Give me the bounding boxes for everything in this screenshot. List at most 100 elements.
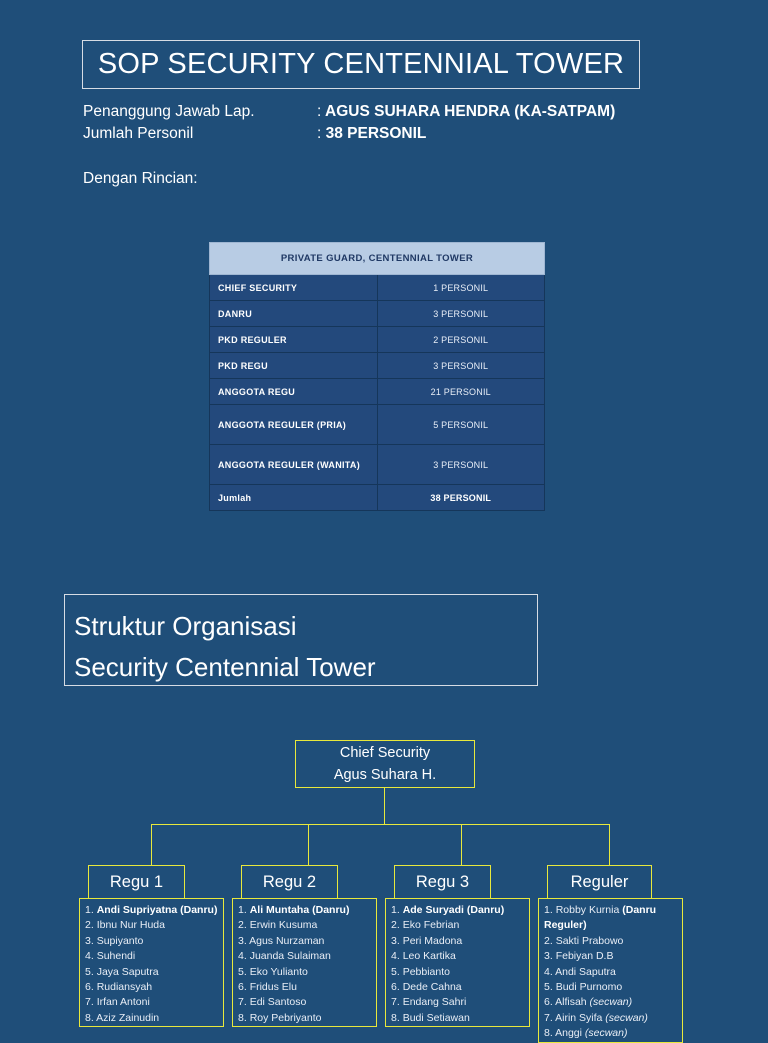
org-column-title: Reguler [570, 872, 629, 891]
member-role: (secwan) [584, 1027, 628, 1040]
member-name: Andi Supriyatna [96, 904, 178, 916]
member-role: (secwan) [605, 1011, 648, 1024]
table-row: ANGGOTA REGULER (PRIA)5 PERSONIL [209, 404, 545, 445]
list-item: Agus Nurzaman [238, 934, 371, 949]
meta-colon: : [317, 103, 322, 120]
list-item: Fridus Elu [238, 980, 371, 995]
meta-label-penanggung-jawab: Penanggung Jawab Lap. [83, 103, 255, 120]
list-item: Ali Muntaha (Danru) [238, 903, 371, 918]
list-item: Budi Setiawan [391, 1011, 524, 1026]
member-name: Ibnu Nur Huda [96, 919, 165, 932]
org-column-header[interactable]: Reguler [547, 865, 652, 898]
member-name: Ali Muntaha [249, 904, 310, 916]
table-cell-count: 5 PERSONIL [376, 404, 545, 445]
member-name: Edi Santoso [249, 996, 307, 1009]
member-name: Leo Kartika [402, 950, 456, 963]
list-item: Juanda Sulaiman [238, 949, 371, 964]
personnel-table-head: PRIVATE GUARD, CENTENNIAL TOWER [209, 242, 545, 275]
member-role: (Danru Reguler) [544, 904, 657, 932]
member-role: (Danru) [180, 904, 218, 916]
org-column-title: Regu 2 [262, 872, 317, 891]
table-cell-category: DANRU [209, 300, 378, 327]
table-cell-count: 38 PERSONIL [376, 484, 545, 511]
list-item: Aziz Zainudin [85, 1011, 218, 1026]
struktur-heading-line2: Security Centennial Tower [74, 652, 376, 682]
personnel-table-header: PRIVATE GUARD, CENTENNIAL TOWER [209, 242, 545, 275]
member-role: (Danru) [466, 904, 505, 916]
member-name: Airin Syifa [555, 1011, 603, 1024]
member-name: Alfisah [555, 996, 587, 1009]
list-item: Budi Purnomo [544, 980, 677, 995]
list-item: Jaya Saputra [85, 965, 218, 980]
member-list: Robby Kurnia (Danru Reguler)Sakti Prabow… [544, 903, 677, 1042]
org-column-header[interactable]: Regu 1 [88, 865, 185, 898]
chief-role: Chief Security [339, 745, 431, 761]
table-cell-count: 3 PERSONIL [376, 352, 545, 379]
org-column-title: Regu 3 [415, 872, 470, 891]
connector-trunk-vertical [384, 788, 385, 824]
list-item: Roy Pebriyanto [238, 1011, 371, 1026]
member-name: Erwin Kusuma [249, 919, 318, 932]
member-name: Febiyan D.B [555, 950, 614, 963]
list-item: Pebbianto [391, 965, 524, 980]
member-name: Eko Febrian [402, 919, 460, 932]
table-cell-category: ANGGOTA REGULER (WANITA) [209, 444, 378, 485]
table-cell-category: CHIEF SECURITY [209, 274, 378, 301]
member-name: Juanda Sulaiman [249, 950, 331, 963]
org-column-header[interactable]: Regu 2 [241, 865, 338, 898]
member-name: Anggi [555, 1027, 582, 1040]
meta-row: Penanggung Jawab Lap. : AGUS SUHARA HEND… [83, 101, 683, 123]
member-name: Aziz Zainudin [96, 1011, 160, 1024]
member-role: (secwan) [589, 996, 633, 1009]
member-name: Peri Madona [402, 934, 463, 947]
member-name: Jaya Saputra [96, 965, 159, 978]
list-item: Airin Syifa (secwan) [544, 1011, 677, 1026]
meta-value-penanggung-jawab: : AGUS SUHARA HENDRA (KA-SATPAM) [317, 101, 615, 123]
meta-value-text: 38 PERSONIL [325, 125, 427, 142]
member-name: Irfan Antoni [96, 996, 150, 1009]
meta-value-text: AGUS SUHARA HENDRA (KA-SATPAM) [325, 103, 616, 120]
list-item: Febiyan D.B [544, 949, 677, 964]
list-item: Andi Saputra [544, 965, 677, 980]
member-name: Eko Yulianto [249, 965, 308, 978]
table-header-row: PRIVATE GUARD, CENTENNIAL TOWER [209, 242, 545, 275]
org-column-header[interactable]: Regu 3 [394, 865, 491, 898]
connector-drop-vertical [609, 824, 610, 865]
member-name: Supiyanto [96, 934, 144, 947]
member-name: Pebbianto [402, 965, 450, 978]
table-row: ANGGOTA REGULER (WANITA)3 PERSONIL [209, 444, 545, 485]
member-name: Roy Pebriyanto [249, 1011, 322, 1024]
list-item: Eko Yulianto [238, 965, 371, 980]
table-cell-count: 2 PERSONIL [376, 326, 545, 353]
connector-drop-vertical [151, 824, 152, 865]
table-cell-category: PKD REGU [209, 352, 378, 379]
list-item: Rudiansyah [85, 980, 218, 995]
org-chart: Chief Security Agus Suhara H. Regu 1 Andi… [0, 720, 768, 1043]
slide-title-box: SOP SECURITY CENTENNIAL TOWER [82, 40, 640, 89]
org-node-chief-security[interactable]: Chief Security Agus Suhara H. [295, 740, 475, 788]
member-name: Ade Suryadi [402, 904, 464, 916]
rincian-note: Dengan Rincian: [83, 170, 198, 187]
struktur-heading-line1: Struktur Organisasi [74, 611, 297, 641]
org-column-member-list: Robby Kurnia (Danru Reguler)Sakti Prabow… [538, 898, 683, 1043]
list-item: Ibnu Nur Huda [85, 918, 218, 933]
member-name: Budi Setiawan [402, 1011, 470, 1024]
table-cell-category: ANGGOTA REGU [209, 378, 378, 405]
table-cell-category: ANGGOTA REGULER (PRIA) [209, 404, 378, 445]
member-name: Robby Kurnia [555, 904, 620, 916]
list-item: Irfan Antoni [85, 995, 218, 1010]
meta-row: Jumlah Personil : 38 PERSONIL [83, 123, 683, 145]
member-name: Fridus Elu [249, 981, 297, 994]
list-item: Suhendi [85, 949, 218, 964]
personnel-table: PRIVATE GUARD, CENTENNIAL TOWER CHIEF SE… [209, 242, 545, 511]
member-name: Endang Sahri [402, 996, 467, 1009]
meta-value-jumlah-personil: : 38 PERSONIL [317, 123, 426, 145]
table-cell-count: 3 PERSONIL [376, 444, 545, 485]
